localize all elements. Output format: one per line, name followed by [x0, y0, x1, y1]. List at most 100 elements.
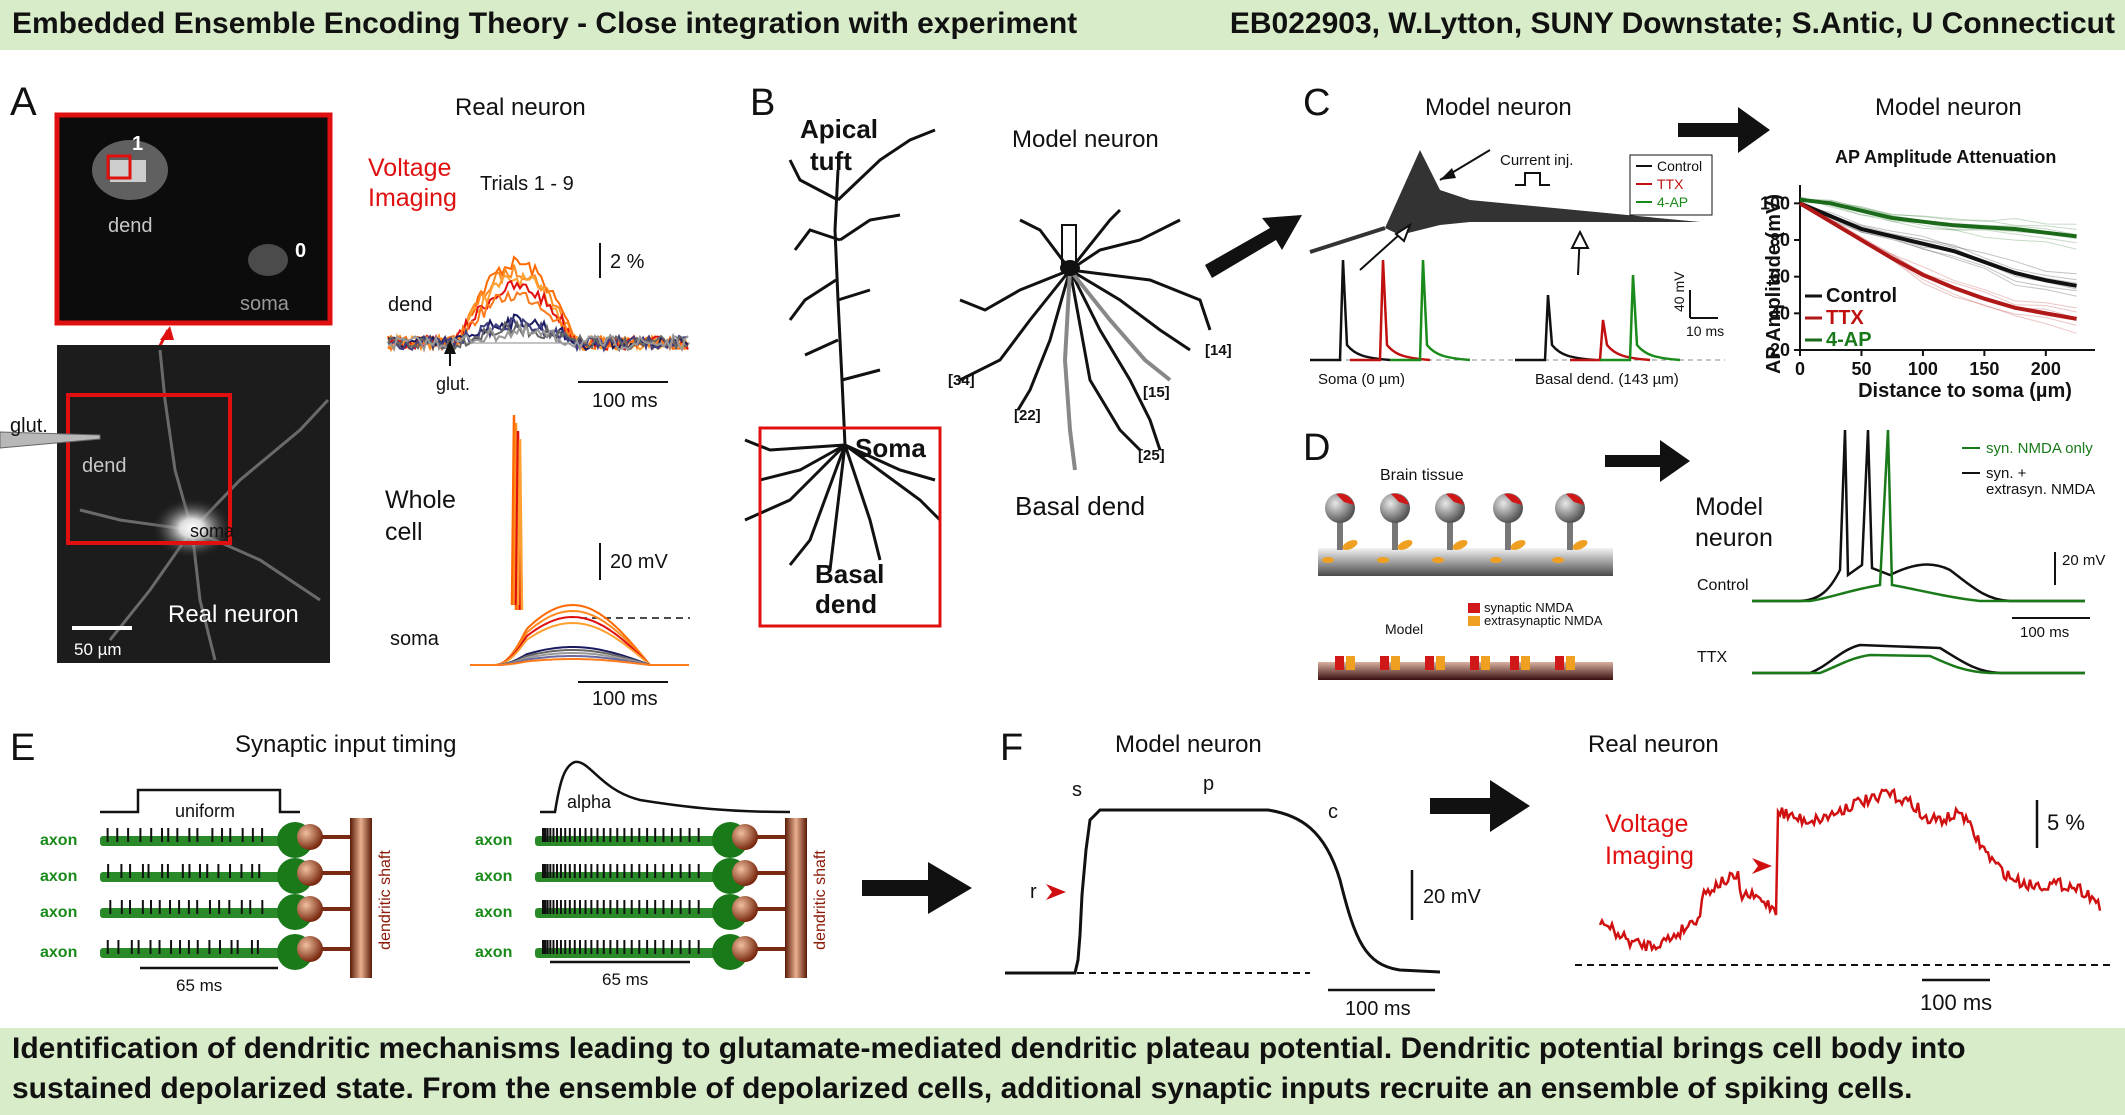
arrow-d-to-traces — [1605, 440, 1690, 482]
soma-ap-trace — [1310, 259, 1391, 362]
plateau-trace — [1005, 808, 1441, 975]
wc-spike — [516, 438, 524, 611]
current-inj-label: Current inj. — [1500, 152, 1573, 169]
panel-a-letter: A — [10, 80, 37, 124]
wc-time-label: 100 ms — [592, 688, 658, 710]
extrasyn-blob — [1432, 557, 1444, 563]
axon-label: axon — [475, 868, 512, 885]
photo-dend-label: dend — [82, 455, 127, 477]
extrasyn-blob — [1322, 557, 1334, 563]
chart-x-tick-label: 150 — [1969, 359, 1999, 379]
model-syn-mark — [1510, 656, 1519, 670]
d-model-neuron-2: neuron — [1695, 524, 1773, 552]
panel-a: A 1 0 dend soma glut. dend soma Real neu… — [0, 80, 690, 710]
chart-series-control — [1799, 201, 2077, 288]
axon-label: axon — [475, 904, 512, 921]
basal-ap-trace — [1515, 294, 1596, 362]
d-traces — [1752, 429, 2085, 675]
wc-traces — [470, 414, 689, 666]
model-syn-mark — [1470, 656, 1479, 670]
f-label-p: p — [1203, 773, 1214, 795]
d-scale-v-label: 20 mV — [2062, 552, 2105, 569]
chart-y-tick-label: 20 — [1770, 340, 1790, 360]
extrasyn-blob — [1397, 540, 1413, 550]
spine-neck — [1447, 515, 1453, 550]
vi-label-voltage: Voltage — [368, 154, 451, 182]
c-legend-ttx: TTX — [1657, 176, 1684, 192]
f-time-label-right: 100 ms — [1920, 990, 1992, 1015]
d-legend-green: syn. NMDA only — [1986, 440, 2093, 457]
inset-image — [54, 112, 333, 326]
d-scale-t-label: 100 ms — [2020, 624, 2069, 641]
vi-glut-arrow — [444, 340, 456, 354]
f-label-r: r — [1030, 881, 1037, 903]
chart-series — [1798, 197, 2077, 321]
spine-neck — [1567, 515, 1573, 550]
vi-traces — [387, 255, 689, 354]
photo-soma-label: soma — [190, 521, 235, 541]
header-title: Embedded Ensemble Encoding Theory - Clos… — [12, 7, 1078, 40]
chart-legend-label: TTX — [1826, 307, 1864, 329]
d-control-green — [1752, 429, 2085, 603]
dendritic-shaft — [785, 818, 807, 978]
branch-label-22: [22] — [1014, 407, 1041, 424]
e-time-label-left: 65 ms — [176, 976, 222, 995]
syn-key-label: synaptic NMDA — [1484, 600, 1574, 615]
header-grant: EB022903, W.Lytton, SUNY Downstate; S.An… — [1229, 7, 2115, 40]
model-neuron-title-b: Model neuron — [1012, 126, 1159, 153]
panel-f: F Model neuron s p c r 20 mV 100 ms Real… — [1000, 727, 2110, 1020]
d-legend-black-1: syn. + — [1986, 465, 2027, 482]
pyr-basal-label: Basal — [815, 559, 884, 589]
basal-ap-trace — [1570, 319, 1651, 362]
vi-trials: Trials 1 - 9 — [480, 173, 574, 195]
branch-label-34: [34] — [948, 372, 975, 389]
tissue-bar — [1318, 548, 1613, 576]
model-syn-mark — [1425, 656, 1434, 670]
basal-highlight-branches — [1062, 268, 1172, 471]
model-bar-label: Model — [1385, 621, 1423, 637]
model-syn-mark — [1335, 656, 1344, 670]
inset-soma-label: soma — [240, 293, 290, 315]
wc-label-cell: cell — [385, 518, 423, 546]
axon-bar — [100, 872, 282, 882]
model-syn-mark — [1555, 656, 1564, 670]
f-real-arrow — [1752, 858, 1772, 874]
chart-y-tick-label: 80 — [1770, 230, 1790, 250]
model-extra-mark — [1346, 656, 1355, 670]
axon-bar — [100, 836, 282, 846]
f-label-s: s — [1072, 779, 1082, 801]
vi-scalebar-label: 2 % — [610, 251, 645, 273]
model-extra-mark — [1391, 656, 1400, 670]
basal-dend-label: Basal dend — [1015, 491, 1145, 521]
spine-nmda — [1391, 493, 1409, 505]
panel-e-letter: E — [10, 727, 35, 769]
vi-time-label: 100 ms — [592, 390, 658, 412]
spine-nmda — [1446, 493, 1464, 505]
chart-y-tick-label: 40 — [1770, 303, 1790, 323]
branch-label-15: [15] — [1143, 384, 1170, 401]
basal-trace-label: Basal dend. (143 µm) — [1535, 371, 1679, 388]
glut-pipette — [0, 431, 101, 449]
axon-label: axon — [40, 944, 77, 961]
chart-faint-trace — [1799, 202, 2077, 284]
model-bar-marks — [1335, 656, 1575, 670]
wc-scalebar-label: 20 mV — [610, 551, 668, 573]
chart-faint-trace — [1799, 205, 2077, 275]
spine-bouton — [732, 824, 758, 850]
basal-roi-box — [758, 426, 942, 628]
pyramidal-morphology — [744, 128, 942, 571]
axon-label: axon — [40, 868, 77, 885]
extra-key-swatch — [1468, 616, 1480, 626]
model-neuron-title-c2: Model neuron — [1875, 94, 2022, 121]
footer-line-2: sustained depolarized state. From the en… — [12, 1072, 1913, 1105]
cone-basal-stub — [1309, 226, 1386, 254]
f-vi-voltage: Voltage — [1605, 810, 1688, 838]
spine-bouton — [732, 936, 758, 962]
chart-xlabel: Distance to soma (µm) — [1858, 380, 2072, 402]
inset-link-arrowhead — [160, 326, 174, 340]
vi-glut-label: glut. — [436, 374, 470, 394]
photo-caption: Real neuron — [168, 601, 299, 628]
e-title: Synaptic input timing — [235, 731, 456, 758]
